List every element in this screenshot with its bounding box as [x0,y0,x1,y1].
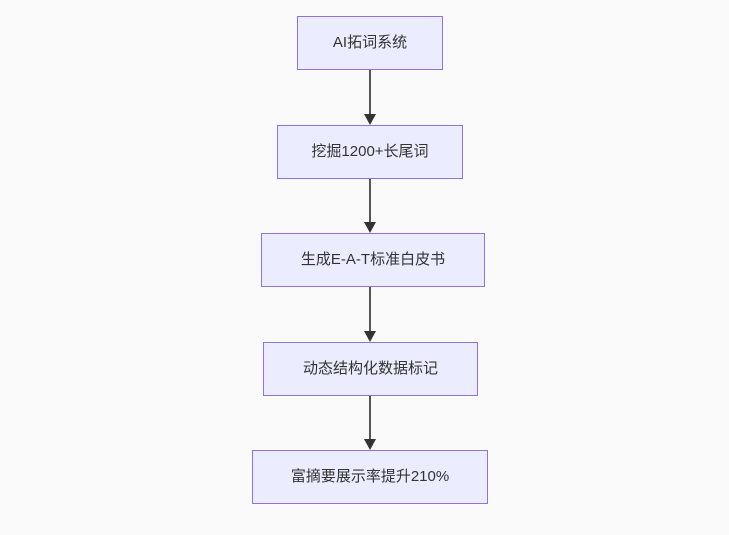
flow-node-label: 生成E-A-T标准白皮书 [300,251,446,268]
flow-node-rich-snippet-rate: 富摘要展示率提升210% [252,450,488,504]
flow-node-eat-whitepaper: 生成E-A-T标准白皮书 [261,233,485,287]
arrowhead-icon [364,439,376,450]
flow-node-label: 挖掘1200+长尾词 [311,143,429,160]
flow-node-longtail-mining: 挖掘1200+长尾词 [277,125,463,179]
arrowhead-icon [364,222,376,233]
arrow-line [369,396,371,439]
flow-node-ai-keyword-system: AI拓词系统 [297,16,443,70]
flow-edge-4 [363,396,377,450]
flow-edge-1 [363,70,377,125]
arrowhead-icon [364,114,376,125]
flow-node-label: 富摘要展示率提升210% [290,468,450,485]
arrow-line [369,287,371,331]
flow-node-label: AI拓词系统 [332,34,408,51]
arrow-line [369,70,371,114]
flow-edge-2 [363,179,377,233]
flow-node-label: 动态结构化数据标记 [302,360,438,377]
arrow-line [369,179,371,222]
arrowhead-icon [364,331,376,342]
flow-node-structured-data-markup: 动态结构化数据标记 [263,342,478,396]
flow-edge-3 [363,287,377,342]
